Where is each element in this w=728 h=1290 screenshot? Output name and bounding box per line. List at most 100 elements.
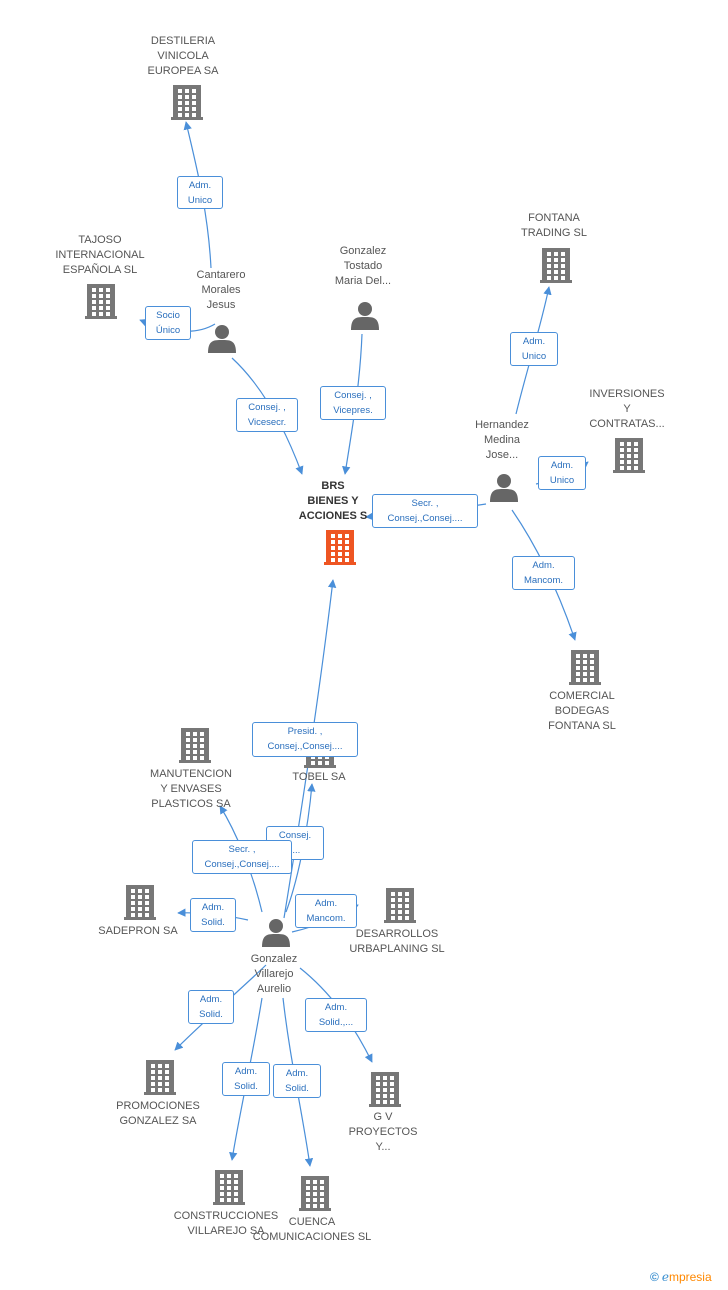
node-label-line: DESTILERIA xyxy=(150,35,216,47)
relation-badge-desarrollos[interactable]: Adm.Mancom. xyxy=(295,894,357,928)
relation-line: Adm. xyxy=(234,1066,258,1077)
relation-badge-brs[interactable]: Presid. , Consej.,Consej.... xyxy=(252,722,358,757)
relation-line: Consej.,Consej.... xyxy=(267,741,343,752)
building-icon[interactable] xyxy=(613,438,645,473)
node-label-line: URBAPLANING SL xyxy=(349,943,445,955)
node-label-line: EUROPEA SA xyxy=(147,65,219,77)
node-label-line: Jose... xyxy=(485,449,519,461)
node-label-sadepron[interactable]: SADEPRON SA xyxy=(88,924,188,939)
relation-badge-promociones[interactable]: Adm. Solid. xyxy=(188,990,234,1024)
relation-line: Solid. xyxy=(199,1009,223,1020)
node-label-gv-proyectos[interactable]: G V PROYECTOS Y... xyxy=(328,1110,438,1155)
relation-line: Vicepres. xyxy=(333,405,373,416)
node-label-manutencion[interactable]: MANUTENCION Y ENVASES PLASTICOS SA xyxy=(136,767,246,812)
relation-line: Consej.,Consej.... xyxy=(204,859,280,870)
building-icon[interactable] xyxy=(569,650,601,685)
node-label-line: PLASTICOS SA xyxy=(151,798,231,810)
building-icon[interactable] xyxy=(171,85,203,120)
node-label-cuenca[interactable]: CUENCA COMUNICACIONES SL xyxy=(247,1215,377,1245)
relation-line: .... xyxy=(289,845,301,856)
node-label-line: G V xyxy=(373,1111,393,1123)
building-icon[interactable] xyxy=(299,1176,331,1211)
building-icon[interactable] xyxy=(179,728,211,763)
brand-name: mpresia xyxy=(668,1270,712,1284)
person-icon[interactable] xyxy=(351,302,379,330)
building-icon[interactable] xyxy=(124,885,156,920)
relation-line: Secr. , xyxy=(411,498,439,509)
relation-badge-inversiones[interactable]: Adm.Unico xyxy=(538,456,586,490)
node-label-fontana-trading[interactable]: FONTANA TRADING SL xyxy=(504,211,604,241)
building-icon[interactable] xyxy=(213,1170,245,1205)
relation-badge-gv-proyectos[interactable]: Adm.Solid.,... xyxy=(305,998,367,1032)
relation-badge-brs[interactable]: Consej. ,Vicesecr. xyxy=(236,398,298,432)
relation-badge-manutencion[interactable]: Secr. , Consej.,Consej.... xyxy=(192,840,292,874)
building-icon[interactable] xyxy=(369,1072,401,1107)
relation-line: Solid.,... xyxy=(318,1017,354,1028)
relation-line: Consej.,Consej.... xyxy=(387,513,463,524)
node-label-line: MANUTENCION xyxy=(150,768,232,780)
node-label-line: COMUNICACIONES SL xyxy=(252,1231,372,1243)
building-icon[interactable] xyxy=(324,530,356,565)
node-label-line: TOBEL SA xyxy=(292,771,346,783)
relation-line: Unico xyxy=(521,351,547,362)
node-label-line: FONTANA SL xyxy=(548,720,616,732)
relation-badge-comercial-bodegas[interactable]: Adm.Mancom. xyxy=(512,556,575,590)
relation-line: Adm. xyxy=(522,336,546,347)
building-icon[interactable] xyxy=(85,284,117,319)
node-label-line: CONSTRUCCIONES xyxy=(173,1210,279,1222)
person-icon[interactable] xyxy=(262,919,290,947)
relation-line: Solid. xyxy=(285,1083,309,1094)
node-label-line: BIENES Y xyxy=(307,495,359,507)
relation-badge-brs[interactable]: Secr. , Consej.,Consej.... xyxy=(372,494,478,528)
node-label-line: ACCIONES S xyxy=(298,510,368,522)
node-label-line: CUENCA xyxy=(288,1216,336,1228)
relation-badge-construcciones[interactable]: Adm.Solid. xyxy=(222,1062,270,1096)
building-icon[interactable] xyxy=(540,248,572,283)
relation-badge-sadepron[interactable]: Adm. Solid. xyxy=(190,898,236,932)
node-label-line: Hernandez xyxy=(475,419,529,431)
relation-line: Adm. xyxy=(188,180,212,191)
node-label-line: Y ENVASES xyxy=(160,783,222,795)
node-label-line: Jesus xyxy=(206,299,236,311)
relation-line: Presid. , xyxy=(287,726,323,737)
relation-line: Secr. , xyxy=(228,844,256,855)
relation-line: Solid. xyxy=(201,917,225,928)
node-label-tobel[interactable]: TOBEL SA xyxy=(274,770,364,785)
relation-badge-fontana-trading[interactable]: Adm. Unico xyxy=(510,332,558,366)
empresia-logo[interactable]: ©empresia xyxy=(650,1270,712,1284)
relation-line: Adm. xyxy=(201,902,225,913)
building-icon[interactable] xyxy=(144,1060,176,1095)
node-label-line: TRADING SL xyxy=(520,227,587,239)
relation-line: Mancom. xyxy=(306,913,346,924)
node-label-line: Aurelio xyxy=(256,983,292,995)
copyright-symbol: © xyxy=(650,1270,659,1284)
node-label-line: BODEGAS xyxy=(554,705,610,717)
person-icon[interactable] xyxy=(490,474,518,502)
person-icon[interactable] xyxy=(208,325,236,353)
node-label-line: PROYECTOS xyxy=(348,1126,418,1138)
relation-badge-destileria[interactable]: Adm.Unico xyxy=(177,176,223,209)
relation-line: Mancom. xyxy=(523,575,564,586)
relation-badge-brs[interactable]: Consej. ,Vicepres. xyxy=(320,386,386,420)
node-label-line: FONTANA xyxy=(528,212,580,224)
node-label-line: Y... xyxy=(375,1141,391,1153)
node-label-line: Gonzalez xyxy=(339,245,387,257)
relation-line: Adm. xyxy=(199,994,223,1005)
relation-line: Adm. xyxy=(550,460,574,471)
building-icon[interactable] xyxy=(384,888,416,923)
relation-badge-cuenca[interactable]: Adm.Solid. xyxy=(273,1064,321,1098)
node-label-line: GONZALEZ SA xyxy=(119,1115,197,1127)
